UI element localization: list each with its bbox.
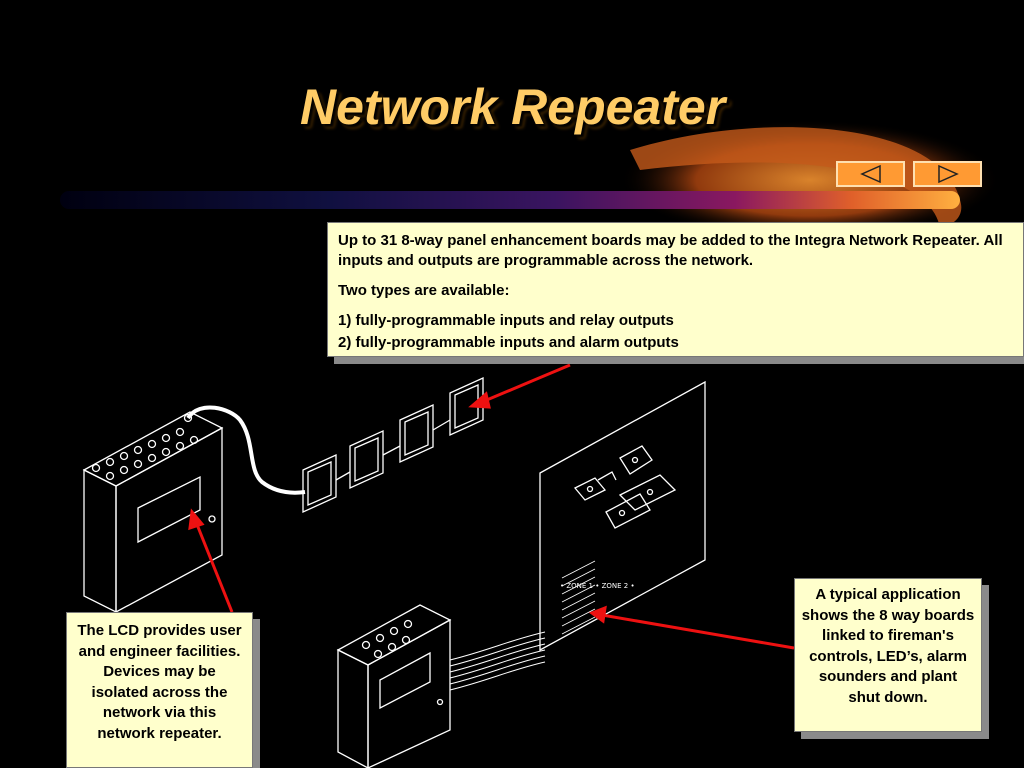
slide-title: Network Repeater: [300, 79, 726, 135]
svg-text:• ZONE 1 • ZONE 2 •: • ZONE 1 • ZONE 2 •: [560, 582, 635, 590]
note-item-1: 1) fully-programmable inputs and relay o…: [338, 312, 674, 329]
lcd-note-text: The LCD provides user and engineer facil…: [77, 622, 242, 742]
arrow-to-lcd: [194, 521, 234, 613]
note-para-2: Two types are available:: [338, 282, 510, 299]
note-para-1: Up to 31 8-way panel enhancement boards …: [338, 232, 1003, 269]
next-slide-button[interactable]: [913, 161, 982, 187]
arrow-to-control-board: [601, 613, 795, 650]
ribbon-cable: [449, 631, 546, 691]
triangle-left-icon: [860, 164, 881, 184]
previous-slide-button[interactable]: [836, 161, 905, 187]
panel-leds: [91, 413, 199, 481]
lcd-description-note: The LCD provides user and engineer facil…: [66, 612, 253, 768]
triangle-right-icon: [938, 164, 959, 184]
repeater-panel: [336, 604, 452, 768]
arrow-to-boards: [481, 363, 571, 404]
note-item-2: 2) fully-programmable inputs and alarm o…: [338, 334, 679, 351]
application-description-note: A typical application shows the 8 way bo…: [794, 578, 982, 732]
application-note-text: A typical application shows the 8 way bo…: [801, 586, 975, 706]
enhancement-boards: [302, 376, 484, 514]
fireman-control-board: • ZONE 1 • ZONE 2 •: [539, 380, 706, 652]
boards-description-note: Up to 31 8-way panel enhancement boards …: [327, 222, 1024, 357]
main-panel: [82, 411, 224, 614]
